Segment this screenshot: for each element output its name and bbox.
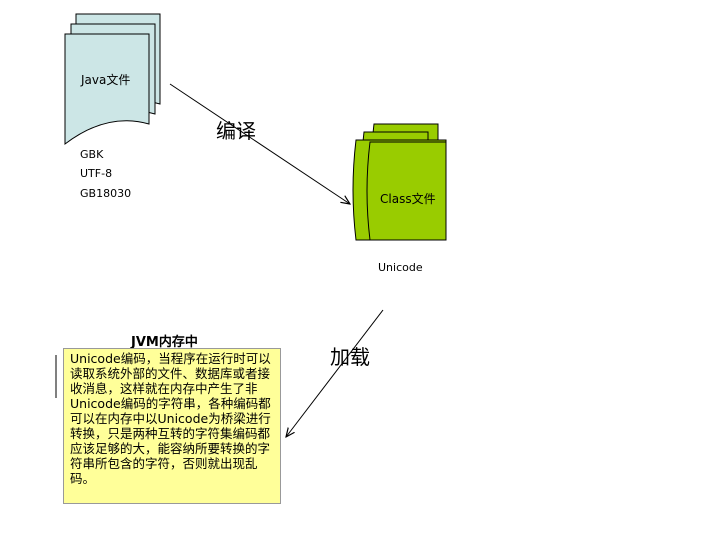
load-label: 加载 — [330, 345, 370, 369]
compile-label: 编译 — [216, 119, 256, 143]
java-file-document-stack — [64, 13, 161, 146]
class-encoding-label: Unicode — [378, 261, 423, 274]
java-encoding-gb18030: GB18030 — [80, 187, 132, 200]
jvm-memory-note: Unicode编码，当程序在运行时可以读取系统外部的文件、数据库或者接收消息，这… — [63, 348, 281, 504]
jvm-memory-description: Unicode编码，当程序在运行时可以读取系统外部的文件、数据库或者接收消息，这… — [70, 351, 271, 486]
java-encoding-utf8: UTF-8 — [80, 167, 113, 180]
jvm-memory-title: JVM内存中 — [131, 335, 198, 350]
class-file-document-stack — [352, 123, 447, 241]
java-file-label: Java文件 — [81, 73, 131, 87]
compile-arrow — [169, 83, 350, 204]
java-encoding-gbk: GBK — [80, 148, 104, 161]
class-file-label: Class文件 — [380, 192, 436, 206]
load-arrow — [286, 309, 384, 437]
